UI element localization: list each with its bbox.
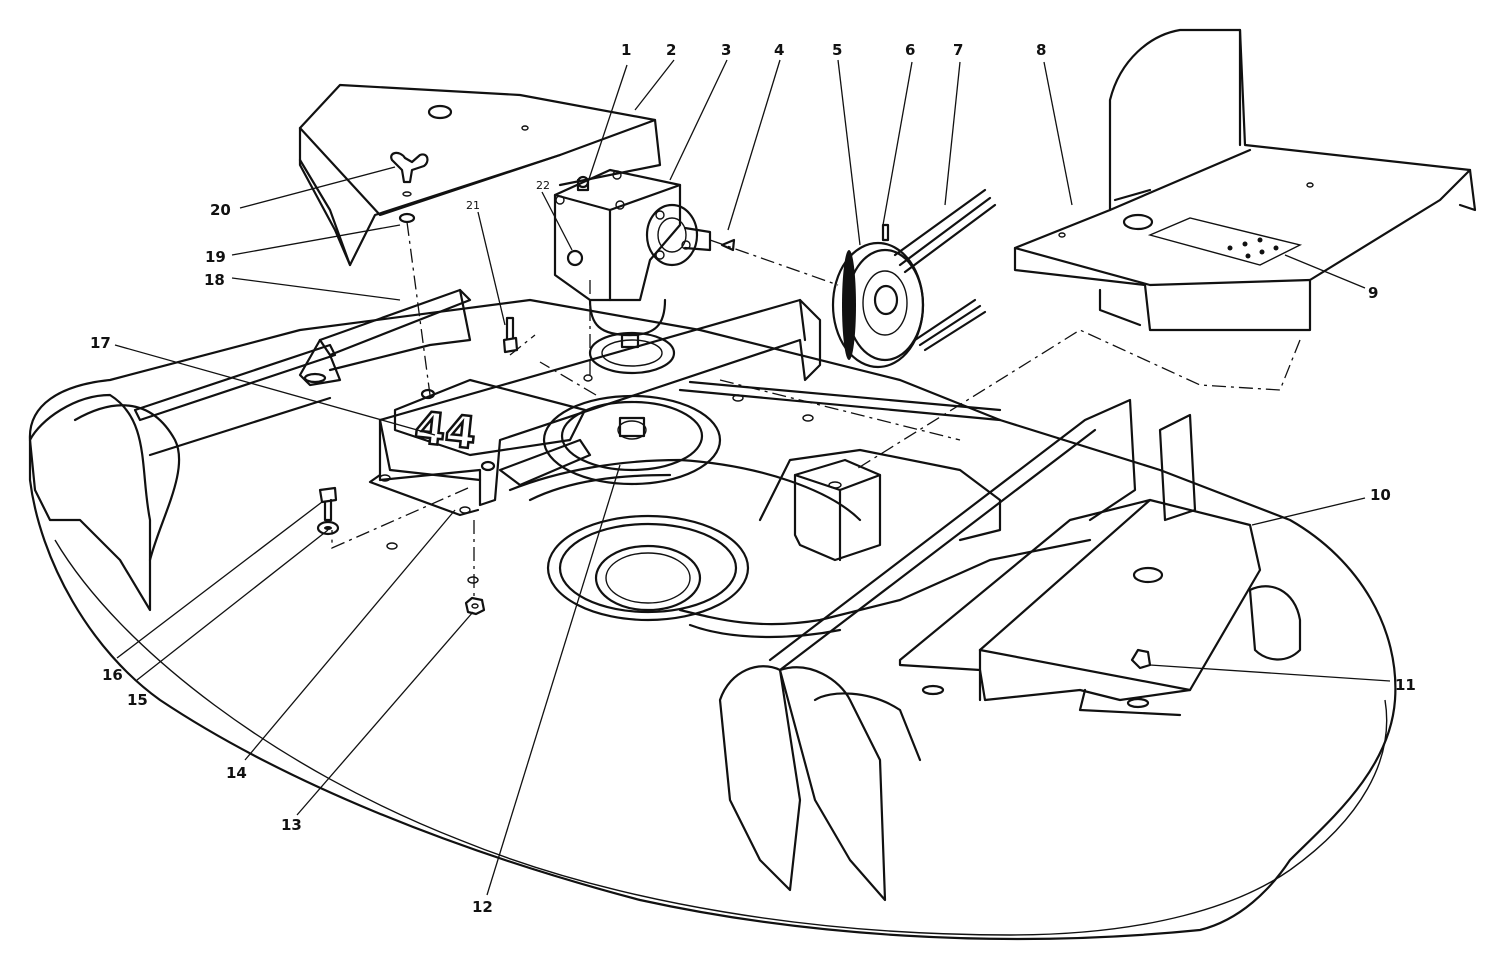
pulley-support — [368, 298, 822, 517]
callout-8: 8 — [1036, 41, 1046, 59]
callout-12: 12 — [472, 898, 493, 916]
belt-cover-left — [298, 83, 662, 267]
callout-5: 5 — [832, 41, 842, 59]
callout-15: 15 — [127, 691, 148, 709]
callout-20: 20 — [210, 201, 231, 219]
decal-44-text: 44 — [412, 402, 478, 459]
mower-deck — [28, 298, 1397, 941]
callout-19: 19 — [205, 248, 226, 266]
model-decal: 44 — [393, 378, 587, 461]
callout-6: 6 — [905, 41, 915, 59]
callout-21: 21 — [466, 199, 480, 212]
callout-4: 4 — [774, 41, 784, 59]
callout-11: 11 — [1395, 676, 1416, 694]
callout-1: 1 — [621, 41, 631, 59]
callout-18: 18 — [204, 271, 225, 289]
callout-14: 14 — [226, 764, 247, 782]
assembly-centerlines — [331, 221, 1301, 600]
hardware — [316, 212, 736, 616]
callout-9: 9 — [1368, 284, 1378, 302]
callout-22: 22 — [536, 179, 550, 192]
belt-cover-right — [1013, 28, 1477, 332]
gearbox — [553, 168, 712, 349]
callout-10: 10 — [1370, 486, 1391, 504]
callout-7: 7 — [953, 41, 963, 59]
drive-pulley-belt — [831, 188, 997, 369]
callout-2: 2 — [666, 41, 676, 59]
callout-16: 16 — [102, 666, 123, 684]
idler-bracket — [133, 288, 472, 422]
spindle-cover — [898, 498, 1262, 717]
callout-17: 17 — [90, 334, 111, 352]
leader-lines — [114, 59, 1391, 896]
callout-3: 3 — [721, 41, 731, 59]
callout-labels: 1 2 3 4 5 6 7 8 9 10 11 12 13 14 15 16 1… — [90, 41, 1416, 916]
callout-13: 13 — [281, 816, 302, 834]
